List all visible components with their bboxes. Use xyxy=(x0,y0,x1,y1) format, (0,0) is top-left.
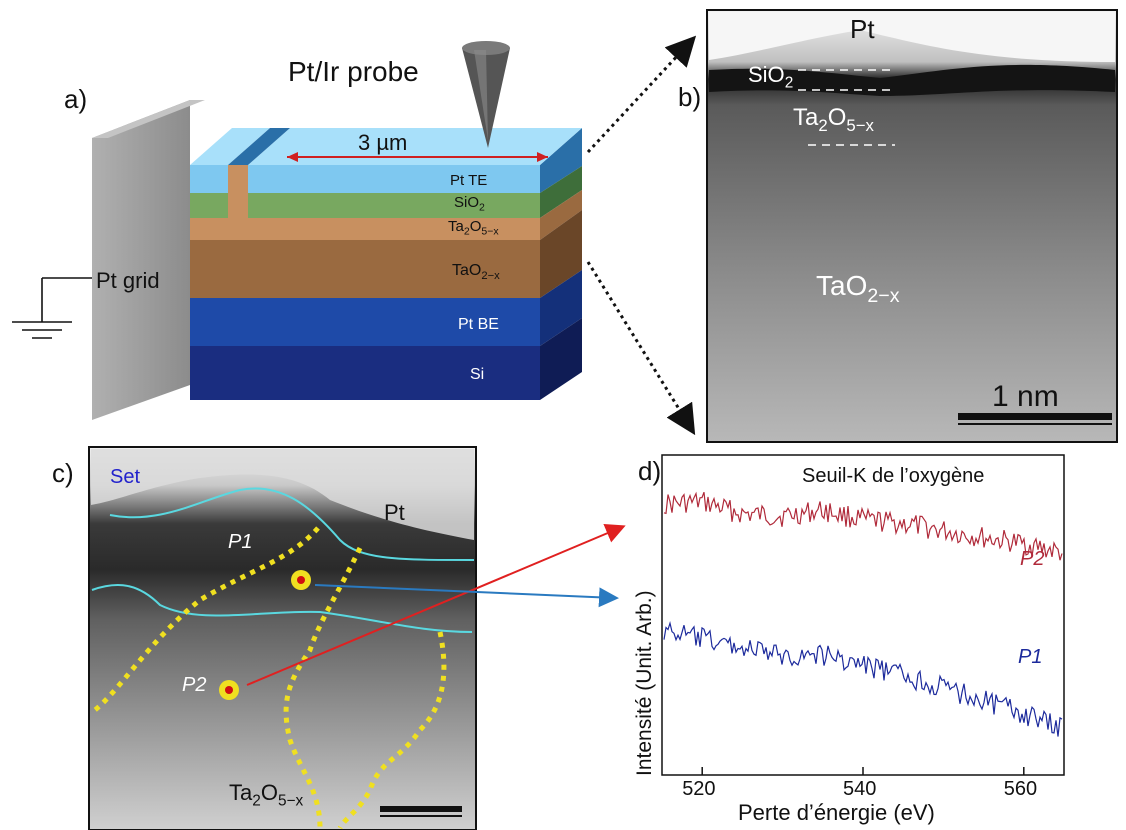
panel-d-letter: d) xyxy=(638,456,662,486)
dotted-regions xyxy=(93,526,447,830)
panel-c-letter: c) xyxy=(52,458,74,488)
panel-a-device-diagram xyxy=(12,35,697,436)
pt-grid-block xyxy=(92,100,190,420)
panel-c-pt-label: Pt xyxy=(384,500,405,525)
panel-c-ta2o5-label: Ta2O5−x xyxy=(229,780,304,810)
panel-b-tem-image xyxy=(706,9,1118,443)
layer-label-sio2: SiO2 xyxy=(454,194,485,214)
layer-sio2 xyxy=(190,193,540,218)
probe-cone xyxy=(462,41,510,148)
chart-title: Seuil-K de l’oxygène xyxy=(802,465,985,487)
layer-label-tao2: TaO2−x xyxy=(452,262,500,282)
x-axis-label: Perte d’énergie (eV) xyxy=(738,800,935,825)
panel-d-eels-chart xyxy=(661,454,1065,776)
panel-b-scale-label: 1 nm xyxy=(992,380,1059,413)
panel-b-sio2-label: SiO2 xyxy=(748,62,794,92)
grid-label: Pt grid xyxy=(96,268,160,293)
x-tick-label-540: 540 xyxy=(843,778,877,800)
x-tick-label-560: 560 xyxy=(1003,778,1038,800)
layer-tao2 xyxy=(190,240,540,298)
panel-b-ta2o5-label: Ta2O5−x xyxy=(793,104,874,135)
series-p1-line xyxy=(663,620,1063,737)
series-p2-label: P2 xyxy=(1020,548,1045,570)
probe-label: Pt/Ir probe xyxy=(288,56,419,87)
layer-label-ta2o5: Ta2O5−x xyxy=(448,218,499,238)
panel-c-tem-image xyxy=(88,446,626,830)
plot-frame xyxy=(661,454,1065,776)
layer-pt-te xyxy=(190,165,540,193)
panel-b-pt-label: Pt xyxy=(850,14,875,44)
series-p1-label: P1 xyxy=(1018,646,1043,668)
layer-label-si: Si xyxy=(470,366,485,383)
series-p2-line xyxy=(663,491,1063,561)
panel-b-tao2-label: TaO2−x xyxy=(816,270,900,307)
panel-c-p1-label: P1 xyxy=(228,531,253,553)
panel-a-letter: a) xyxy=(64,84,88,114)
panel-b-letter: b) xyxy=(678,82,702,112)
layer-label-pt-te: Pt TE xyxy=(450,172,488,189)
layer-label-pt-be: Pt BE xyxy=(458,316,499,333)
ground-symbol xyxy=(12,277,92,339)
width-label: 3 µm xyxy=(358,130,408,155)
layer-si xyxy=(190,346,540,400)
x-tick-label-520: 520 xyxy=(682,778,716,800)
panel-c-p2-label: P2 xyxy=(182,674,207,696)
layer-ta2o5 xyxy=(190,218,540,240)
x-axis-ticks xyxy=(701,767,1025,775)
scale-bar-b xyxy=(958,413,1112,420)
scale-bar-c xyxy=(380,806,462,812)
boundary-lines xyxy=(91,487,475,633)
layer-pt-be xyxy=(190,298,540,346)
panel-c-set-label: Set xyxy=(110,466,141,488)
